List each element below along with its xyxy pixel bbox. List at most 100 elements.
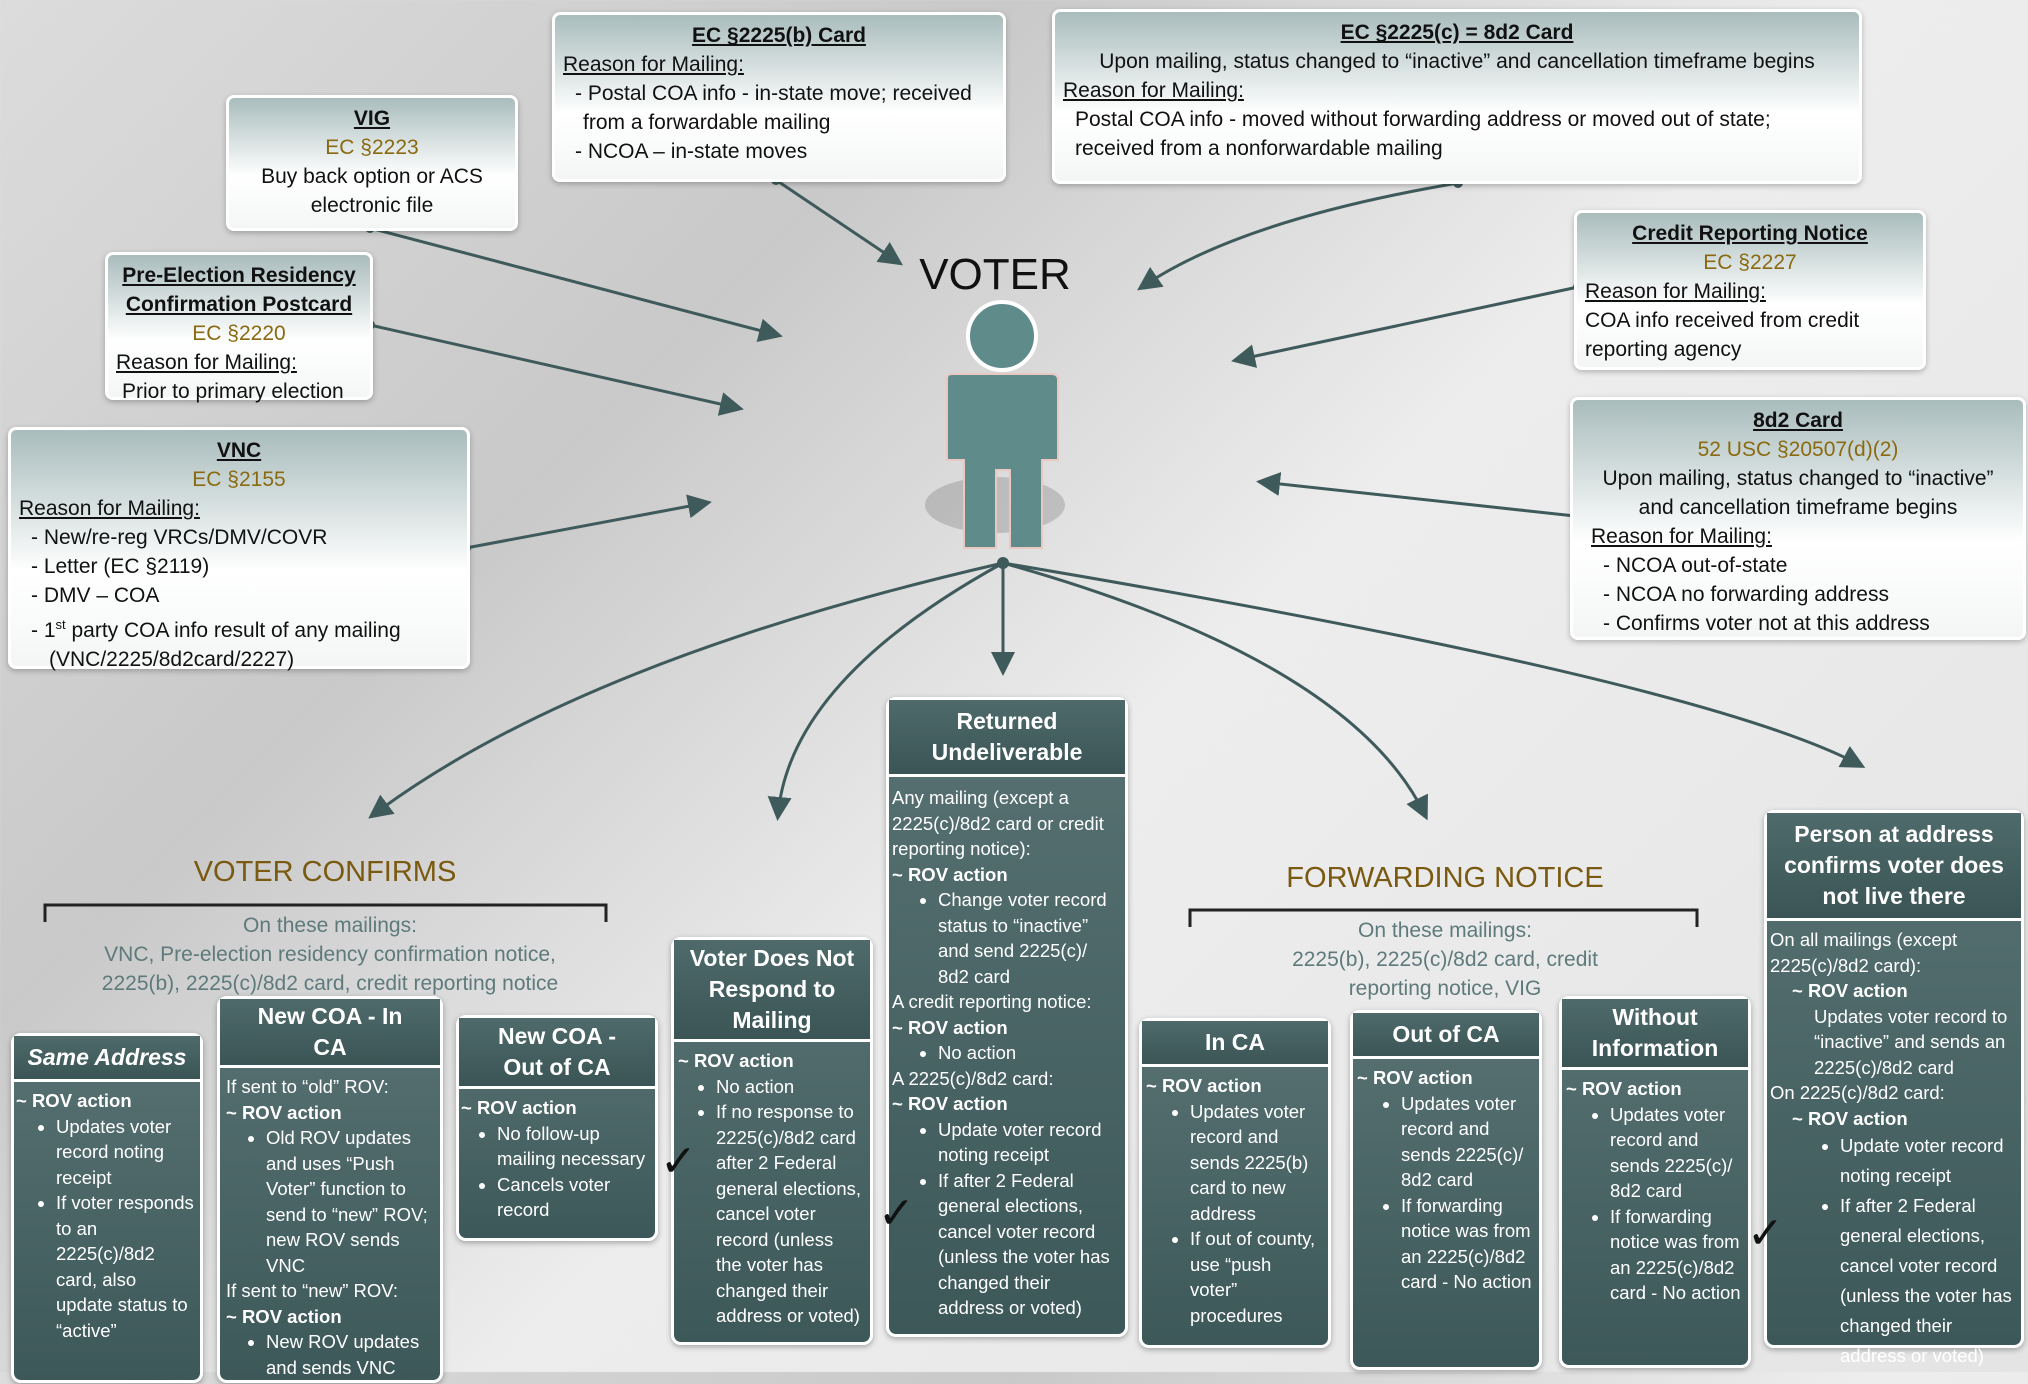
forwarding-notice-subtitle: On these mailings: 2225(b), 2225(c)/8d2 … [1292, 919, 1598, 1000]
ec2225b-line: - Postal COA info - in-state move; recei… [575, 82, 972, 105]
rov-action-label: ~ ROV action [892, 1016, 1008, 1038]
preelection-title-1: Pre-Election Residency [122, 264, 356, 287]
action-item: Change voter record status to “inactive”… [938, 887, 1119, 989]
ec2225c-status: Upon mailing, status changed to “inactiv… [1099, 50, 1815, 73]
vig-title: VIG [353, 107, 391, 130]
action-item: If after 2 Federal general elections, ca… [938, 1168, 1119, 1321]
action-item: New ROV updates and sends VNC [266, 1329, 434, 1380]
person-at-address-box: Person at address confirms voter does no… [1764, 810, 2024, 1366]
condition-text: A credit reporting notice: [892, 991, 1092, 1012]
ec2225b-line: - NCOA – in-state moves [575, 140, 808, 163]
8d2-line: - NCOA no forwarding address [1603, 583, 1889, 606]
out-of-ca-box: Out of CA ~ ROV action Updates voter rec… [1350, 1010, 1542, 1370]
same-address-header: Same Address [14, 1036, 200, 1082]
vig-section: EC §2223 [325, 136, 419, 159]
arrow-vig [369, 226, 783, 343]
rov-action-label: ~ ROV action [1566, 1078, 1682, 1099]
in-ca-box: In CA ~ ROV action Updates voter record … [1139, 1018, 1331, 1348]
condition-text: If sent to “new” ROV: [226, 1280, 399, 1301]
voter-confirms-subtitle: On these mailings: VNC, Pre-election res… [101, 914, 559, 995]
credit-section: EC §2227 [1703, 251, 1797, 274]
vnc-title: VNC [216, 439, 262, 462]
bracket-forwarding [1188, 908, 1699, 927]
action-item: If no response to 2225(c)/8d2 card after… [716, 1099, 864, 1329]
ec2225c-line: Postal COA info - moved without forwardi… [1075, 108, 1771, 131]
8d2-reason-label: Reason for Mailing: [1591, 525, 1772, 548]
without-info-box: Without Information ~ ROV action Updates… [1559, 996, 1751, 1368]
action-item: Old ROV updates and uses “Push Voter” fu… [266, 1125, 434, 1278]
bracket-voter-confirms [43, 903, 608, 922]
out-of-ca-header: Out of CA [1353, 1013, 1539, 1059]
action-item: Cancels voter record [497, 1172, 649, 1223]
action-item: No action [716, 1074, 864, 1100]
ec2225c-card: EC §2225(c) = 8d2 Card Upon mailing, sta… [1052, 9, 1862, 184]
preelection-card: Pre-Election Residency Confirmation Post… [105, 252, 373, 403]
no-respond-box: Voter Does Not Respond to Mailing ~ ROV … [671, 937, 873, 1345]
vnc-reason-label: Reason for Mailing: [19, 497, 200, 520]
condition-text: On 2225(c)/8d2 card: [1770, 1082, 1945, 1103]
voter-person-icon [925, 300, 1065, 549]
vnc-section: EC §2155 [192, 468, 286, 491]
arrow-forwarding [1002, 561, 1428, 821]
condition-text: On all mailings (except 2225(c)/8d2 card… [1770, 929, 1958, 976]
vig-card: VIG EC §2223 Buy back option or ACS elec… [226, 95, 518, 231]
rov-action-label: ~ ROV action [226, 1101, 342, 1123]
action-item: No follow-up mailing necessary [497, 1121, 649, 1172]
arrow-preelection [369, 323, 744, 416]
voter-title: VOTER [919, 250, 1071, 299]
new-coa-in-ca-box: New COA - In CA If sent to “old” ROV: ~ … [217, 996, 443, 1383]
preelection-reason-label: Reason for Mailing: [116, 351, 297, 374]
vnc-card: VNC EC §2155 Reason for Mailing: - New/r… [8, 427, 470, 671]
credit-card: Credit Reporting Notice EC §2227 Reason … [1574, 210, 1926, 370]
arrow-no-respond [767, 561, 1004, 821]
check-icon: ✓ [878, 1189, 915, 1238]
8d2-line: - Confirms voter not at this address [1603, 612, 1930, 635]
action-item: If out of county, use “push voter” proce… [1190, 1226, 1322, 1328]
arrow-ec2225c [1137, 181, 1459, 291]
ec2225b-line: from a forwardable mailing [583, 111, 831, 134]
8d2-card: 8d2 Card 52 USC §20507(d)(2) Upon mailin… [1570, 397, 2026, 640]
arrow-8d2 [1256, 472, 1576, 518]
8d2-line: - NCOA out-of-state [1603, 554, 1788, 577]
8d2-title: 8d2 Card [1753, 409, 1843, 432]
8d2-status: and cancellation timeframe begins [1638, 496, 1958, 519]
forwarding-notice-title: FORWARDING NOTICE [1286, 862, 1604, 894]
preelection-line: Prior to primary election [122, 380, 344, 403]
preelection-title-2: Confirmation Postcard [125, 293, 353, 316]
person-at-address-header: Person at address confirms voter does no… [1767, 813, 2021, 921]
new-coa-in-ca-header: New COA - In CA [220, 999, 440, 1068]
action-item: Update voter record noting receipt [938, 1117, 1119, 1168]
vnc-line: - DMV – COA [31, 584, 160, 607]
rov-action-label: ~ ROV action [892, 863, 1008, 885]
action-item: Updates voter record and sends 2225(c)/ … [1610, 1102, 1742, 1204]
rov-action-label: ~ ROV action [1792, 980, 1908, 1001]
vnc-line: (VNC/2225/8d2card/2227) [49, 648, 295, 671]
vnc-line: - New/re-reg VRCs/DMV/COVR [31, 526, 328, 549]
vig-line: Buy back option or ACS [261, 165, 483, 188]
rov-action-label: ~ ROV action [1146, 1075, 1262, 1096]
vnc-line: - 1st party COA info result of any maili… [31, 617, 401, 642]
no-respond-header: Voter Does Not Respond to Mailing [674, 940, 870, 1042]
arrow-voter-confirms [368, 561, 1004, 819]
action-item: Updates voter record and sends 2225(c)/ … [1401, 1091, 1533, 1193]
8d2-section: 52 USC §20507(d)(2) [1697, 438, 1899, 461]
rov-action-label: ~ ROV action [16, 1090, 132, 1111]
preelection-section: EC §2220 [192, 322, 286, 345]
credit-reason-label: Reason for Mailing: [1585, 280, 1766, 303]
rov-action-label: ~ ROV action [226, 1305, 342, 1327]
ec2225b-card: EC §2225(b) Card Reason for Mailing: - P… [552, 12, 1006, 182]
ec2225b-reason-label: Reason for Mailing: [563, 53, 744, 76]
condition-text: A 2225(c)/8d2 card: [892, 1067, 1054, 1089]
arrow-ec2225b [775, 178, 903, 266]
vig-line: electronic file [310, 194, 434, 217]
credit-line: reporting agency [1585, 338, 1742, 361]
action-text: Updates voter record to “inactive” and s… [1814, 1005, 2008, 1078]
voter-confirms-title: VOTER CONFIRMS [193, 856, 457, 888]
same-address-box: Same Address ~ ROV action Updates voter … [11, 1033, 203, 1383]
action-item: Updates voter record noting receipt [56, 1114, 194, 1191]
action-item: Updates voter record and sends 2225(b) c… [1190, 1099, 1322, 1227]
ec2225c-title: EC §2225(c) = 8d2 Card [1340, 21, 1574, 44]
action-item: No action [938, 1040, 1119, 1066]
credit-line: COA info received from credit [1585, 309, 1860, 332]
arrow-credit [1231, 285, 1579, 368]
